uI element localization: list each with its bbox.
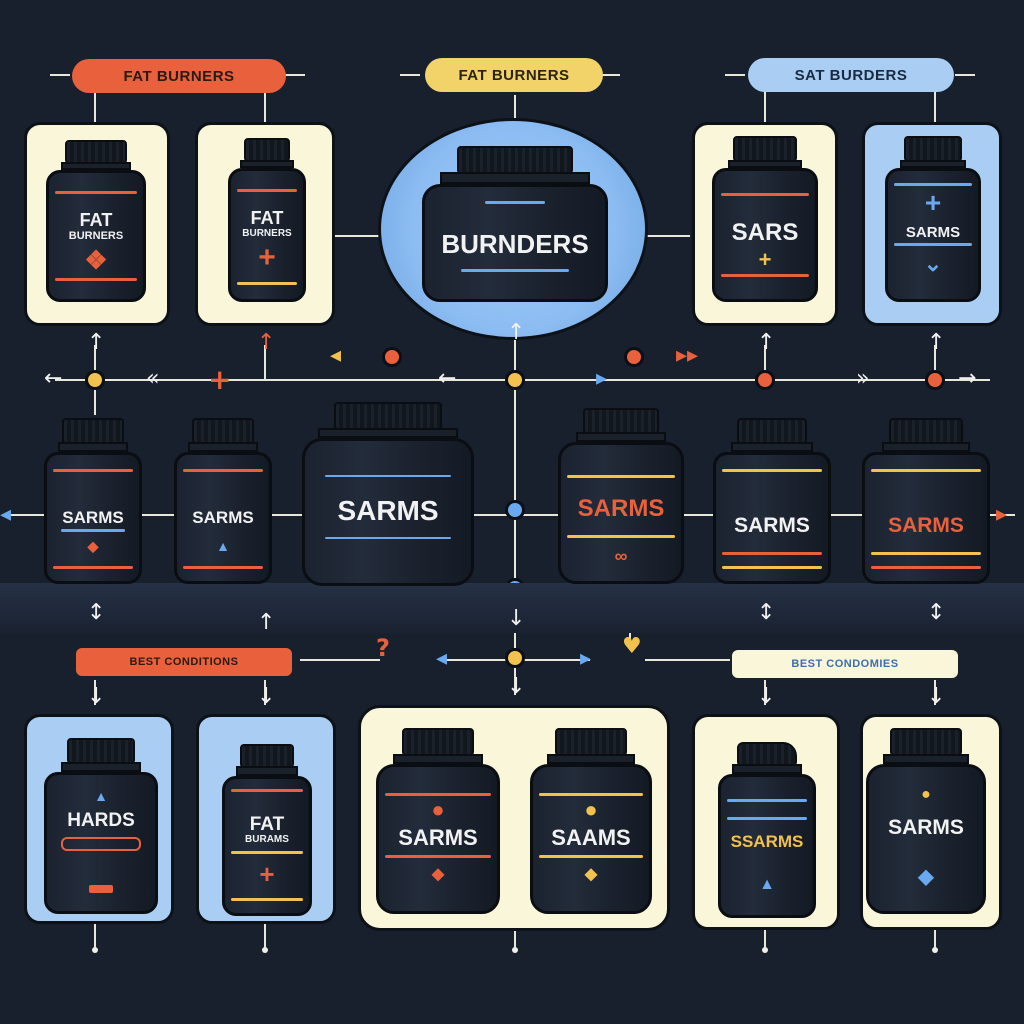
arrow-right-icon: » [856,366,870,391]
jar-label-line2: BURNERS [242,228,292,239]
drop-icon: ● [431,797,445,822]
jar-label: HARDS [67,810,135,831]
chevron-down-icon: ⌄ [923,251,943,276]
plus-icon: + [259,859,275,889]
jar-label: SSARMS [730,832,804,851]
jar-sarms-r2-6: SARMS [862,418,990,584]
jar-sarms-r3-1: ● SARMS ◆ [376,728,500,914]
jar-fat-burners-2: FAT BURNERS + [228,138,306,302]
infinity-icon: ∞ [614,546,628,566]
jar-label: FAT [79,210,113,230]
jar-label-line2: BURAMS [245,834,289,845]
arrow-down-icon: ↓ [757,684,776,709]
arrow-right-icon: → [958,366,977,391]
arrow-up-icon: ↑ [257,330,276,355]
diamond-icon: ◆ [584,866,598,883]
jar-label: SARMS [888,514,964,537]
arrow-up-icon: ↑ [87,330,106,355]
jar-ssarms: SSARMS ▲ [718,742,816,918]
header-sat-burders: SAT BURDERS [748,58,954,92]
arrow-up-icon: ↑ [927,330,946,355]
node-yellow-lower [505,648,525,668]
node-yellow-1 [85,370,105,390]
arrow-down-icon: ↓ [507,674,526,699]
arrow-right-icon: ▸ [996,502,1008,527]
plus-icon: + [758,247,772,272]
jar-label: SARS [731,219,799,246]
diamond-icon: ◆ [87,538,99,554]
jar-saams: ● SAAMS ◆ [530,728,652,914]
jar-sarms-r2-4: SARMS ∞ [558,408,684,584]
node-yellow-center [505,370,525,390]
header-best-conditions: BEST CONDITIONS [76,648,292,676]
jar-symbol-icon: ❖ [84,245,108,275]
jar-sarms-r2-2: SARMS ▲ [174,418,272,584]
jar-fat-burams: FAT BURAMS + [222,744,312,916]
jar-label: SARMS [192,508,254,527]
diamond-icon: ◆ [431,866,445,883]
jar-hards: ▲ HARDS [44,738,158,914]
arrow-down-icon: ↓ [927,684,946,709]
jar-fat-burners-1: FAT BURNERS ❖ [46,140,146,302]
arrow-up-icon: ↑ [257,610,276,635]
arrow-updown-icon: ↕ [927,600,946,625]
header-fat-burners-left: FAT BURNERS [72,59,286,93]
jar-sarms-r2-1: SARMS ◆ [44,418,142,584]
diamond-icon: ◆ [918,866,934,888]
jar-sarms-bottom: ● SARMS ◆ [866,728,986,914]
arrow-down-icon: ↓ [257,684,276,709]
arrow-up-icon: ↑ [507,320,526,345]
arrow-right-icon: ▸ [580,646,592,671]
triangle-icon: ▲ [94,788,108,804]
jar-label: FAT [249,814,285,835]
header-fat-burners-center: FAT BURNERS [425,58,603,92]
arrow-left-icon: ◂ [330,343,342,368]
drop-icon: ● [584,797,598,822]
jar-sarms-top: + SARMS ⌄ [885,136,981,302]
arrow-down-icon: ↓ [507,606,526,631]
plus-icon: + [208,363,232,396]
drop-icon: ● [921,786,931,803]
arrow-updown-icon: ↕ [757,600,776,625]
jar-sarms-r2-big: SARMS [302,402,474,586]
shelf [0,583,1024,633]
jar-label: BURNDERS [441,229,589,259]
arrow-left-icon: ← [438,366,457,391]
node-orange-top-right [624,347,644,367]
jar-label: SARMS [734,514,810,537]
jar-label: SAAMS [551,825,631,850]
jar-sars: SARS + [712,136,818,302]
triangle-icon: ▲ [759,876,775,893]
arrow-right-icon: ▸▸ [676,343,699,368]
question-icon: ? [376,634,390,662]
arrow-updown-icon: ↕ [87,600,106,625]
arrow-up-icon: ↑ [757,330,776,355]
jar-label: SARMS [337,495,439,526]
plus-icon: + [258,241,276,274]
node-orange-right-2 [925,370,945,390]
node-blue-center [505,500,525,520]
jar-label: SARMS [398,825,478,850]
arrow-left-icon: ◂ [436,646,448,671]
arrow-right-icon: ▸ [596,366,608,391]
jar-label: FAT [250,208,284,228]
arrow-left-icon: ← [44,366,63,391]
heart-icon: ♥ [622,634,642,659]
jar-label-line2: BURNERS [68,230,124,242]
jar-label: SARMS [888,816,964,839]
jar-label: SARMS [62,508,124,527]
jar-sarms-r2-5: SARMS [713,418,831,584]
arrow-left-icon: « [146,366,160,391]
node-orange-right-1 [755,370,775,390]
node-orange-top-left [382,347,402,367]
jar-label: SARMS [905,224,961,241]
plus-icon: + [924,187,942,218]
arrow-left-icon: ◂ [0,502,12,527]
triangle-icon: ▲ [216,538,230,554]
jar-burnders: BURNDERS [422,146,608,302]
header-best-condomies: BEST CONDOMIES [732,650,958,678]
jar-label: SARMS [577,495,665,522]
arrow-down-icon: ↓ [87,684,106,709]
